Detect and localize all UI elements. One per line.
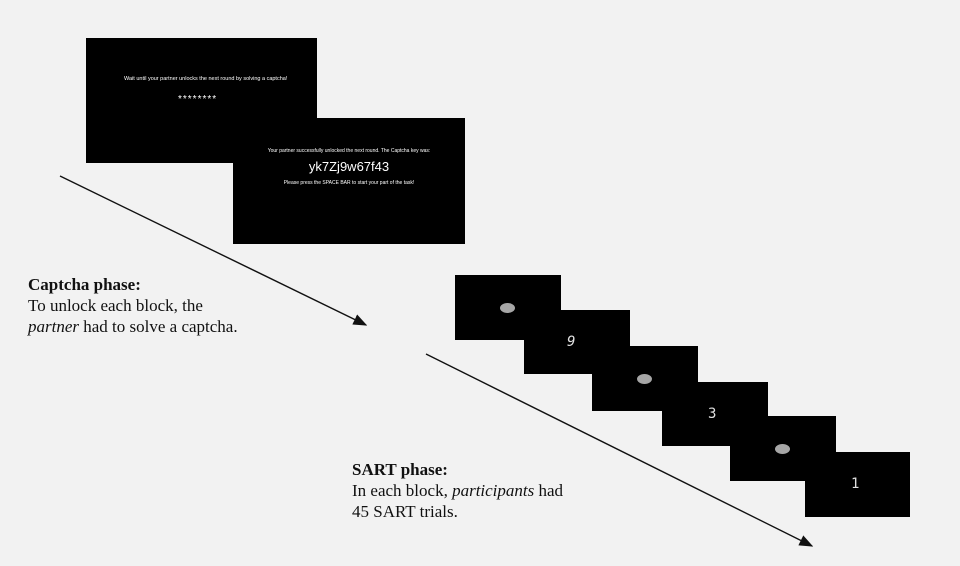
sart-line1-post: had [534, 481, 564, 500]
sart-digit-screen-3: 1 [805, 452, 910, 517]
fixation-dot [637, 374, 652, 384]
captcha-phase-line1: To unlock each block, the [28, 296, 203, 315]
captcha-phase-heading: Captcha phase: [28, 275, 141, 294]
sart-phase-label: SART phase: In each block, participants … [352, 459, 672, 522]
captcha-phase-label: Captcha phase: To unlock each block, the… [28, 274, 328, 337]
captcha-waiting-screen: Wait until your partner unlocks the next… [86, 38, 317, 163]
sart-phase-line2: 45 SART trials. [352, 502, 458, 521]
sart-digit: 1 [851, 476, 860, 492]
captcha-success-text: Your partner successfully unlocked the n… [267, 148, 431, 154]
sart-digit: 3 [708, 406, 717, 422]
captcha-key: yk7Zj9w67f43 [308, 159, 390, 174]
captcha-phase-arrow [59, 175, 368, 326]
sart-phase-arrow [425, 353, 814, 547]
sart-line1-pre: In each block, [352, 481, 453, 500]
sart-phase-heading: SART phase: [352, 460, 448, 479]
fixation-dot [500, 303, 515, 313]
sart-digit: 9 [567, 334, 576, 350]
participants-italic: participants [452, 481, 535, 500]
captcha-phase-line2-rest: had to solve a captcha. [79, 317, 238, 336]
masked-captcha-code: ******** [178, 94, 218, 105]
partner-italic: partner [28, 317, 79, 336]
fixation-dot [775, 444, 790, 454]
captcha-wait-instruction: Wait until your partner unlocks the next… [124, 76, 288, 82]
space-bar-prompt: Please press the SPACE BAR to start your… [283, 180, 415, 186]
sart-phase-line1: In each block, participants had [352, 480, 672, 501]
captcha-unlocked-screen: Your partner successfully unlocked the n… [233, 118, 465, 244]
captcha-phase-line2: partner had to solve a captcha. [28, 316, 328, 337]
